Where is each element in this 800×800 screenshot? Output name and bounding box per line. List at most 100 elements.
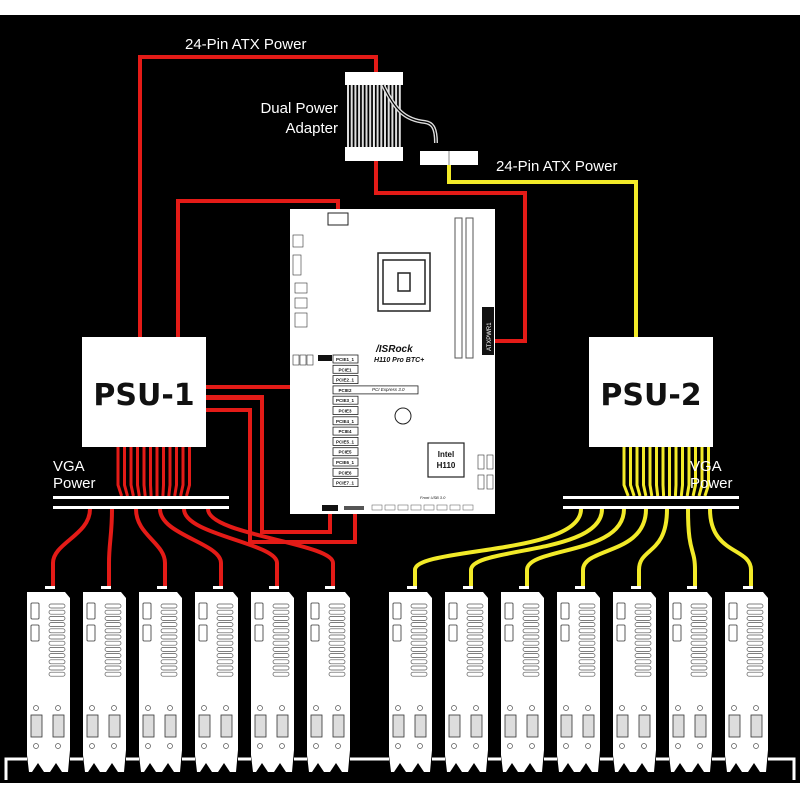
vga-right-bundle-wire [697,447,704,497]
wiring-diagram: 24-Pin ATX Power Dual Power Adapter 24-P… [0,15,800,783]
io-chip [294,312,308,328]
front-usb-label: Front USB 3.0 [420,495,446,500]
cable-vga-gpu-right-2 [469,508,604,587]
cable-vga-gpu-right-1 [413,508,583,587]
gpu-power-connector [463,586,473,589]
vent-slot [160,653,178,658]
vent-slot [104,628,122,634]
pcie-slot [332,436,359,446]
pcie-slot-label: PCIE3_1 [336,398,355,403]
vent-slot [216,671,234,677]
dvi-port-icon [108,714,121,738]
vent-slot [466,634,484,640]
dvi-port-icon [310,714,323,738]
pcie-slot [332,354,359,364]
sata-ports [477,454,494,490]
dvi-port-icon [254,714,267,738]
dimm-slot-1 [454,217,463,359]
dvi-port-icon [30,714,43,738]
io-chip [292,234,304,248]
vent-slot [578,622,596,627]
vent-slot [272,603,290,609]
dvi-port-icon [728,714,741,738]
vent-slot [634,640,652,646]
vent-slot [410,628,428,634]
sata-port [477,474,485,490]
psu-1-box [82,337,206,447]
sata-port [486,454,494,470]
bottom-header [344,506,364,510]
cable-vga-gpu-right-6 [686,508,697,587]
hdmi-port-icon [616,624,626,642]
screw-hole [335,705,341,711]
vent-slot [466,647,484,652]
vent-slot [216,603,234,609]
cable-vga-gpu-left-1 [51,508,92,587]
clamp-bar-right-2 [563,506,739,509]
displayport-icon [728,602,738,620]
vent-slot [634,653,652,658]
molex-header [318,355,332,361]
vent-slot [328,665,346,671]
hdmi-port-icon [86,624,96,642]
vent-slot [48,634,66,640]
vent-slot [410,609,428,615]
gpu-power-connector [743,586,753,589]
cables [51,55,753,587]
vent-slot [328,671,346,677]
vga-right-bundle-wire [661,447,666,497]
bottom-pin-header [410,504,422,511]
psu-2-label: PSU-2 [600,378,701,413]
gpu-right-7 [725,586,768,772]
vent-slot [578,616,596,621]
diagram-canvas: 24-Pin ATX Power Dual Power Adapter 24-P… [4,36,796,780]
cable-psu1-cpu-power [176,199,340,337]
vent-slot [746,616,764,621]
vent-slot [104,634,122,640]
vent-slot [272,640,290,646]
pcie-slot-label: PCIE4_1 [336,419,355,424]
vent-slot [746,653,764,658]
vent-slot [160,647,178,652]
gpu-brackets [27,586,768,772]
hdmi-port-icon [728,624,738,642]
vent-slot [634,665,652,671]
vent-slot [578,603,596,609]
vent-slot [272,609,290,615]
vga-right-bundle-wire [691,447,697,497]
vent-slot [522,622,540,627]
vent-slot [522,647,540,652]
cable-vga-gpu-right-4 [581,508,648,587]
vga-right-bundle-wire [655,447,660,497]
dual-power-adapter [345,72,478,165]
vent-slot [272,665,290,671]
screw-hole [201,705,207,711]
io-chip [306,354,314,366]
dvi-port-icon [164,714,177,738]
cpu-socket [377,252,431,312]
psu-2-box [589,337,713,447]
motherboard: ATXPWR1 /ISRock H110 Pro BTC+ PCIE1_1PCI… [290,209,495,514]
vent-slot [690,622,708,627]
screw-hole [89,705,95,711]
vent-slot [634,671,652,677]
dvi-port-icon [392,714,405,738]
vent-slot [746,628,764,634]
vent-slot [216,622,234,627]
vent-slot [48,653,66,658]
screw-hole [167,743,173,749]
vent-slot [104,665,122,671]
vent-slot [746,603,764,609]
dvi-port-icon [616,714,629,738]
cable-psu1-molex-bottom [206,396,332,534]
chipset [427,442,465,478]
hdmi-port-icon [30,624,40,642]
vga-right-bundle-wire [648,447,654,497]
screw-hole [335,743,341,749]
psu-2: PSU-2 [589,337,713,447]
vga-left-bundle-wire [149,447,153,497]
pcie-slot-label: PCIE4 [338,429,352,434]
gpu-power-connector [407,586,417,589]
vent-slot [522,665,540,671]
vent-slot [410,647,428,652]
